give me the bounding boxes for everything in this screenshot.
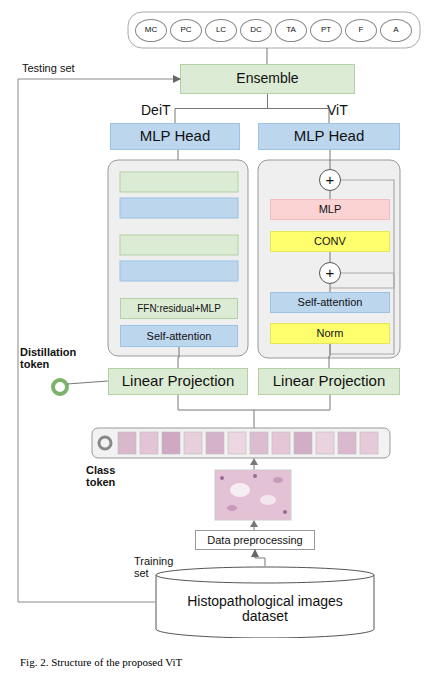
dataset-cylinder: Histopathological images dataset	[155, 566, 375, 638]
process-box: Linear Projection	[258, 368, 400, 395]
connector	[178, 347, 179, 368]
process-box: CONV	[270, 231, 390, 252]
node-text: Data preprocessing	[207, 534, 302, 546]
process-box: MLP	[270, 199, 390, 220]
annotation-label: Training set	[134, 555, 184, 579]
class-oval: TA	[275, 19, 307, 42]
connector	[330, 284, 331, 292]
node-text: FFN:residual+MLP	[137, 303, 221, 314]
annotation-label: Class token	[86, 464, 126, 488]
node-text: +	[326, 265, 335, 282]
process-box: Data preprocessing	[195, 530, 315, 550]
node-text: MLP Head	[140, 128, 211, 145]
class-oval: MC	[135, 19, 167, 42]
process-box: FFN:residual+MLP	[120, 298, 238, 319]
node-text: MC	[145, 26, 157, 35]
node-text: F	[359, 26, 364, 35]
connector	[330, 252, 331, 262]
model-heading: DeiT	[141, 102, 171, 118]
connector	[268, 94, 330, 123]
class-oval: A	[380, 19, 412, 42]
node-text: A	[393, 26, 398, 35]
node-text: Linear Projection	[122, 373, 235, 390]
connector	[255, 550, 265, 566]
model-heading: ViT	[327, 102, 348, 118]
class-oval: F	[345, 19, 377, 42]
process-box: ViTMLP Head	[258, 123, 400, 150]
node-text: Self-attention	[147, 330, 212, 342]
process-box: Linear Projection	[108, 368, 248, 395]
node-text: LC	[216, 26, 226, 35]
node-text: PC	[180, 26, 191, 35]
sum-circle: +	[319, 262, 341, 284]
node-text: +	[326, 172, 335, 189]
class-oval: LC	[205, 19, 237, 42]
connector	[18, 79, 180, 602]
sum-circle: +	[319, 169, 341, 191]
node-text: DC	[250, 26, 262, 35]
class-oval: PC	[170, 19, 202, 42]
class-oval: PT	[310, 19, 342, 42]
connector	[329, 344, 330, 368]
figure-caption: Fig. 2. Structure of the proposed ViT	[20, 656, 182, 668]
connector	[175, 94, 268, 123]
node-text: CONV	[314, 235, 346, 247]
process-box: Self-attention	[270, 292, 390, 313]
node-text: TA	[286, 26, 296, 35]
node-text: Self-attention	[298, 296, 363, 308]
annotation-label: Distillation token	[20, 346, 90, 370]
node-text: Histopathological images dataset	[155, 580, 375, 625]
node-text: Norm	[317, 327, 344, 339]
node-text: Ensemble	[236, 71, 298, 86]
node-text: PT	[321, 26, 331, 35]
process-box: Self-attention	[120, 325, 238, 347]
node-text: MLP Head	[294, 128, 365, 145]
process-box: Norm	[270, 323, 390, 344]
connector	[330, 191, 331, 199]
node-text: MLP	[319, 203, 342, 215]
node-text: Linear Projection	[273, 373, 386, 390]
class-oval: DC	[240, 19, 272, 42]
process-box: DeiTMLP Head	[110, 123, 240, 150]
process-box: Ensemble	[180, 64, 355, 94]
edge-label: Testing set	[22, 62, 75, 74]
